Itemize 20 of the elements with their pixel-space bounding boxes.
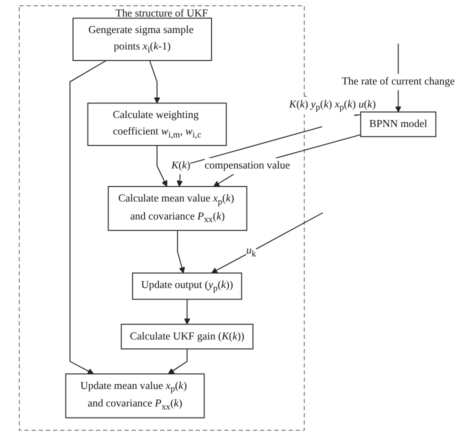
node-box: Gengerate sigma sample points x$_{i}$(k-1)	[72, 18, 212, 61]
edge-label: u$_{k}$	[246, 245, 256, 259]
arrow	[211, 212, 324, 274]
arrow	[156, 144, 168, 187]
arrow	[177, 230, 185, 274]
node-box: Calculate mean value x$_{p}$(k) and covariance P$_{xx}$(k)	[108, 186, 248, 231]
node-box: Calculate UKF gain (K(k))	[120, 324, 254, 350]
arrow	[184, 298, 190, 325]
arrow	[70, 60, 107, 374]
node-box: Calculate weighting coefficient w$_{i,m}$, w$_{i,c}$	[87, 102, 227, 146]
node-box: BPNN model	[360, 112, 436, 138]
node-box: Update mean value x$_{p}$(k) and covariance P$_{xx}$(k)	[65, 373, 205, 418]
edge-label: compensation value	[204, 160, 290, 172]
arrow	[176, 126, 323, 187]
edge-label: The rate of current change	[342, 76, 455, 88]
edge-label: K(k) y$_{p}$(k) x$_{p}$(k) u(k)	[289, 98, 376, 112]
arrow	[149, 60, 160, 104]
node-box: Update output (y$_{p}$(k))	[132, 272, 242, 300]
edge-label: K(k)	[171, 160, 190, 172]
arrow	[168, 348, 188, 374]
